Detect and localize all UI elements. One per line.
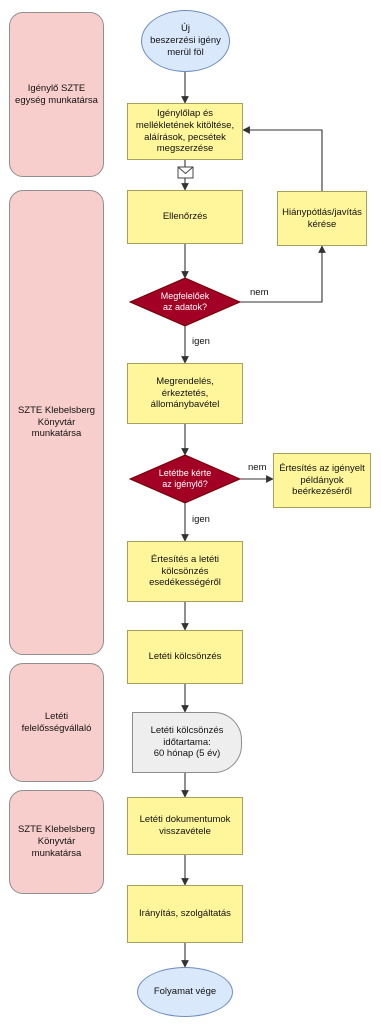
return-documents-step: Letéti dokumentumok visszavétele [127,797,243,855]
decision-reserved-label: Letétbe kérte az igénylő? [158,468,212,489]
edge-correction-fill [242,126,323,191]
lane-library-2: SZTE Klebelsberg Könyvtár munkatársa [9,790,104,894]
lane-library: SZTE Klebelsberg Könyvtár munkatársa [9,190,104,655]
notify-due-step: Értesítés a letéti kölcsönzés esedékessé… [127,541,243,602]
lane-guarantor: Letéti felelősségvállaló [9,663,104,782]
correction-request-step: Hiánypótlás/javítás kérése [277,191,367,246]
edge-label-no-1: nem [250,287,269,298]
order-step: Megrendelés, érkeztetés, állománybavétel [127,363,243,424]
lane-requester: Igénylő SZTE egység munkatársa [9,12,104,177]
envelope-icon [177,166,194,179]
loan-duration-delay: Letéti kölcsönzés időtartama: 60 hónap (… [132,712,242,773]
decision-data-ok-shape [128,277,242,327]
fill-form-step: Igénylőlap és mellékletének kitöltése, a… [127,103,243,160]
decision-reserved-shape [128,454,242,504]
processing-step: Irányítás, szolgáltatás [127,885,243,943]
start-node: Új beszerzési igény merül föl [141,10,230,72]
edge-label-yes-2: igen [192,514,210,525]
end-node: Folyamat vége [137,967,233,1017]
edge-label-yes-1: igen [192,336,210,347]
edge-decision-correction [240,245,326,303]
check-step: Ellenőrzés [127,190,243,244]
notify-arrival-step: Értesítés az igényelt példányok beérkezé… [273,453,371,508]
decision-data-ok-label: Megfelelőek az adatok? [160,291,210,312]
edge-label-no-2: nem [248,462,267,473]
loan-step: Letéti kölcsönzés [127,630,243,684]
